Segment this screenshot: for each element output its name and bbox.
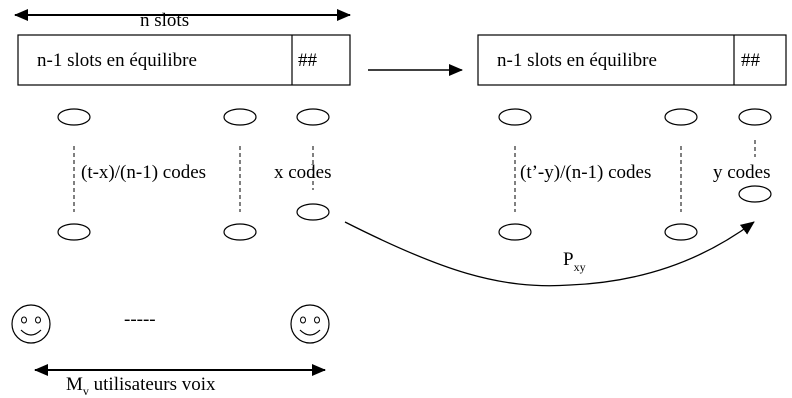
left-slot-oval-bottom-2 [223, 223, 257, 241]
user-smiley-right [290, 304, 330, 344]
users-gap-dashes: ----- [124, 309, 156, 330]
pxy-label-sub: xy [574, 260, 586, 274]
users-label-base: M [66, 374, 83, 395]
left-x-oval-top [296, 108, 330, 126]
pxy-label-base: P [563, 249, 574, 270]
users-label: Mv utilisateurs voix [66, 374, 216, 398]
right-buffer: n-1 slots en équilibre ## [477, 34, 787, 86]
right-y-oval-bottom [738, 185, 772, 203]
users-label-sub: v [83, 384, 89, 398]
right-slot-oval-top-1 [498, 108, 532, 126]
left-buffer: n-1 slots en équilibre ## [17, 34, 351, 86]
left-buffer-label: n-1 slots en équilibre [37, 50, 197, 71]
right-codes-label: (t’-y)/(n-1) codes [520, 162, 651, 183]
left-x-codes-label: x codes [274, 162, 332, 183]
left-slot-oval-top-1 [57, 108, 91, 126]
pxy-label: Pxy [563, 249, 586, 274]
left-slot-oval-top-2 [223, 108, 257, 126]
n-slots-label: n slots [140, 10, 189, 31]
right-buffer-label: n-1 slots en équilibre [497, 50, 657, 71]
right-y-codes-label: y codes [713, 162, 771, 183]
left-slot-oval-bottom-1 [57, 223, 91, 241]
users-label-rest: utilisateurs voix [89, 374, 216, 395]
left-x-oval-bottom [296, 203, 330, 221]
left-codes-label: (t-x)/(n-1) codes [81, 162, 206, 183]
user-smiley-left [11, 304, 51, 344]
right-slot-oval-bottom-2 [664, 223, 698, 241]
right-y-oval-top [738, 108, 772, 126]
right-slot-oval-top-2 [664, 108, 698, 126]
pxy-transition-curve [344, 221, 755, 287]
right-buffer-tail: ## [741, 50, 761, 71]
left-buffer-tail: ## [298, 50, 318, 71]
right-slot-oval-bottom-1 [498, 223, 532, 241]
